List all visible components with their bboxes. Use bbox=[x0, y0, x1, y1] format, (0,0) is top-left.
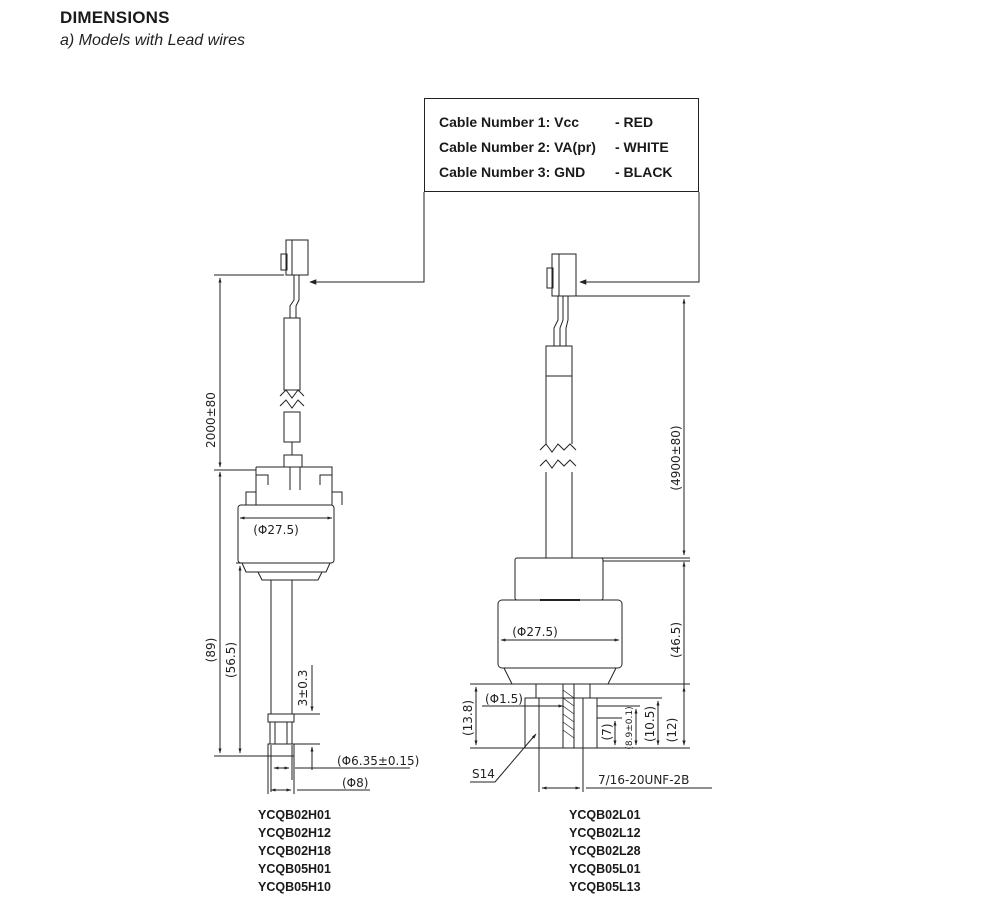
left-length-label: 2000±80 bbox=[204, 392, 218, 448]
right-thread-len-label: (7) bbox=[600, 724, 614, 741]
right-thread-label: 7/16-20UNF-2B bbox=[598, 773, 689, 787]
left-model-item: YCQB05H10 bbox=[258, 880, 331, 894]
right-model-list: YCQB02L01 YCQB02L12 YCQB02L28 YCQB05L01 … bbox=[569, 806, 641, 896]
left-model-item: YCQB05H01 bbox=[258, 862, 331, 876]
right-inner-label: (8.9±0.1) bbox=[625, 706, 635, 749]
left-dimension-lines bbox=[214, 274, 410, 794]
right-body-height-label: (46.5) bbox=[669, 622, 683, 658]
left-leader-line bbox=[309, 192, 425, 285]
right-total-label: (12) bbox=[665, 718, 679, 743]
right-hex-height-label: (13.8) bbox=[461, 700, 475, 736]
left-diameter-label: (Φ27.5) bbox=[253, 523, 299, 537]
cable-3-color: - BLACK bbox=[615, 163, 673, 180]
right-port-diameter-label: (Φ1.5) bbox=[485, 692, 523, 706]
right-model-item: YCQB02L01 bbox=[569, 808, 641, 822]
cable-2-label: Cable Number 2: VA(pr) bbox=[439, 138, 596, 155]
left-model-item: YCQB02H12 bbox=[258, 826, 331, 840]
cable-row-3: Cable Number 3: GND - BLACK bbox=[439, 159, 698, 184]
right-model-item: YCQB05L13 bbox=[569, 880, 641, 894]
right-dimension-lines bbox=[470, 295, 712, 792]
left-sensor-drawing bbox=[237, 239, 343, 757]
right-sensor-drawing bbox=[497, 253, 623, 749]
section-subheading: a) Models with Lead wires bbox=[60, 32, 245, 49]
left-nut-diameter-label: (Φ8) bbox=[342, 776, 368, 790]
cable-row-2: Cable Number 2: VA(pr) - WHITE bbox=[439, 134, 698, 159]
right-leader-line bbox=[579, 192, 700, 285]
cable-2-color: - WHITE bbox=[615, 138, 669, 155]
left-model-item: YCQB02H01 bbox=[258, 808, 331, 822]
right-model-item: YCQB02L12 bbox=[569, 826, 641, 840]
left-model-list: YCQB02H01 YCQB02H12 YCQB02H18 YCQB05H01 … bbox=[258, 806, 331, 896]
cable-1-label: Cable Number 1: Vcc bbox=[439, 113, 580, 130]
right-mid-label: (10.5) bbox=[643, 706, 657, 742]
right-model-item: YCQB02L28 bbox=[569, 844, 641, 858]
right-hex-size-label: S14 bbox=[472, 767, 495, 781]
cable-legend-box: Cable Number 1: Vcc - RED Cable Number 2… bbox=[424, 98, 699, 192]
left-tube-diameter-label: (Φ6.35±0.15) bbox=[337, 754, 419, 768]
cable-row-1: Cable Number 1: Vcc - RED bbox=[439, 109, 698, 134]
left-tube-tip-label: 3±0.3 bbox=[296, 670, 310, 707]
cable-1-color: - RED bbox=[615, 113, 654, 130]
left-fitting-height-label: (56.5) bbox=[224, 642, 238, 678]
right-length-label: (4900±80) bbox=[669, 425, 683, 490]
cable-3-label: Cable Number 3: GND bbox=[439, 163, 586, 180]
right-model-item: YCQB05L01 bbox=[569, 862, 641, 876]
right-diameter-label: (Φ27.5) bbox=[512, 625, 558, 639]
section-heading: DIMENSIONS bbox=[60, 8, 170, 27]
left-total-height-label: (89) bbox=[204, 638, 218, 663]
left-model-item: YCQB02H18 bbox=[258, 844, 331, 858]
